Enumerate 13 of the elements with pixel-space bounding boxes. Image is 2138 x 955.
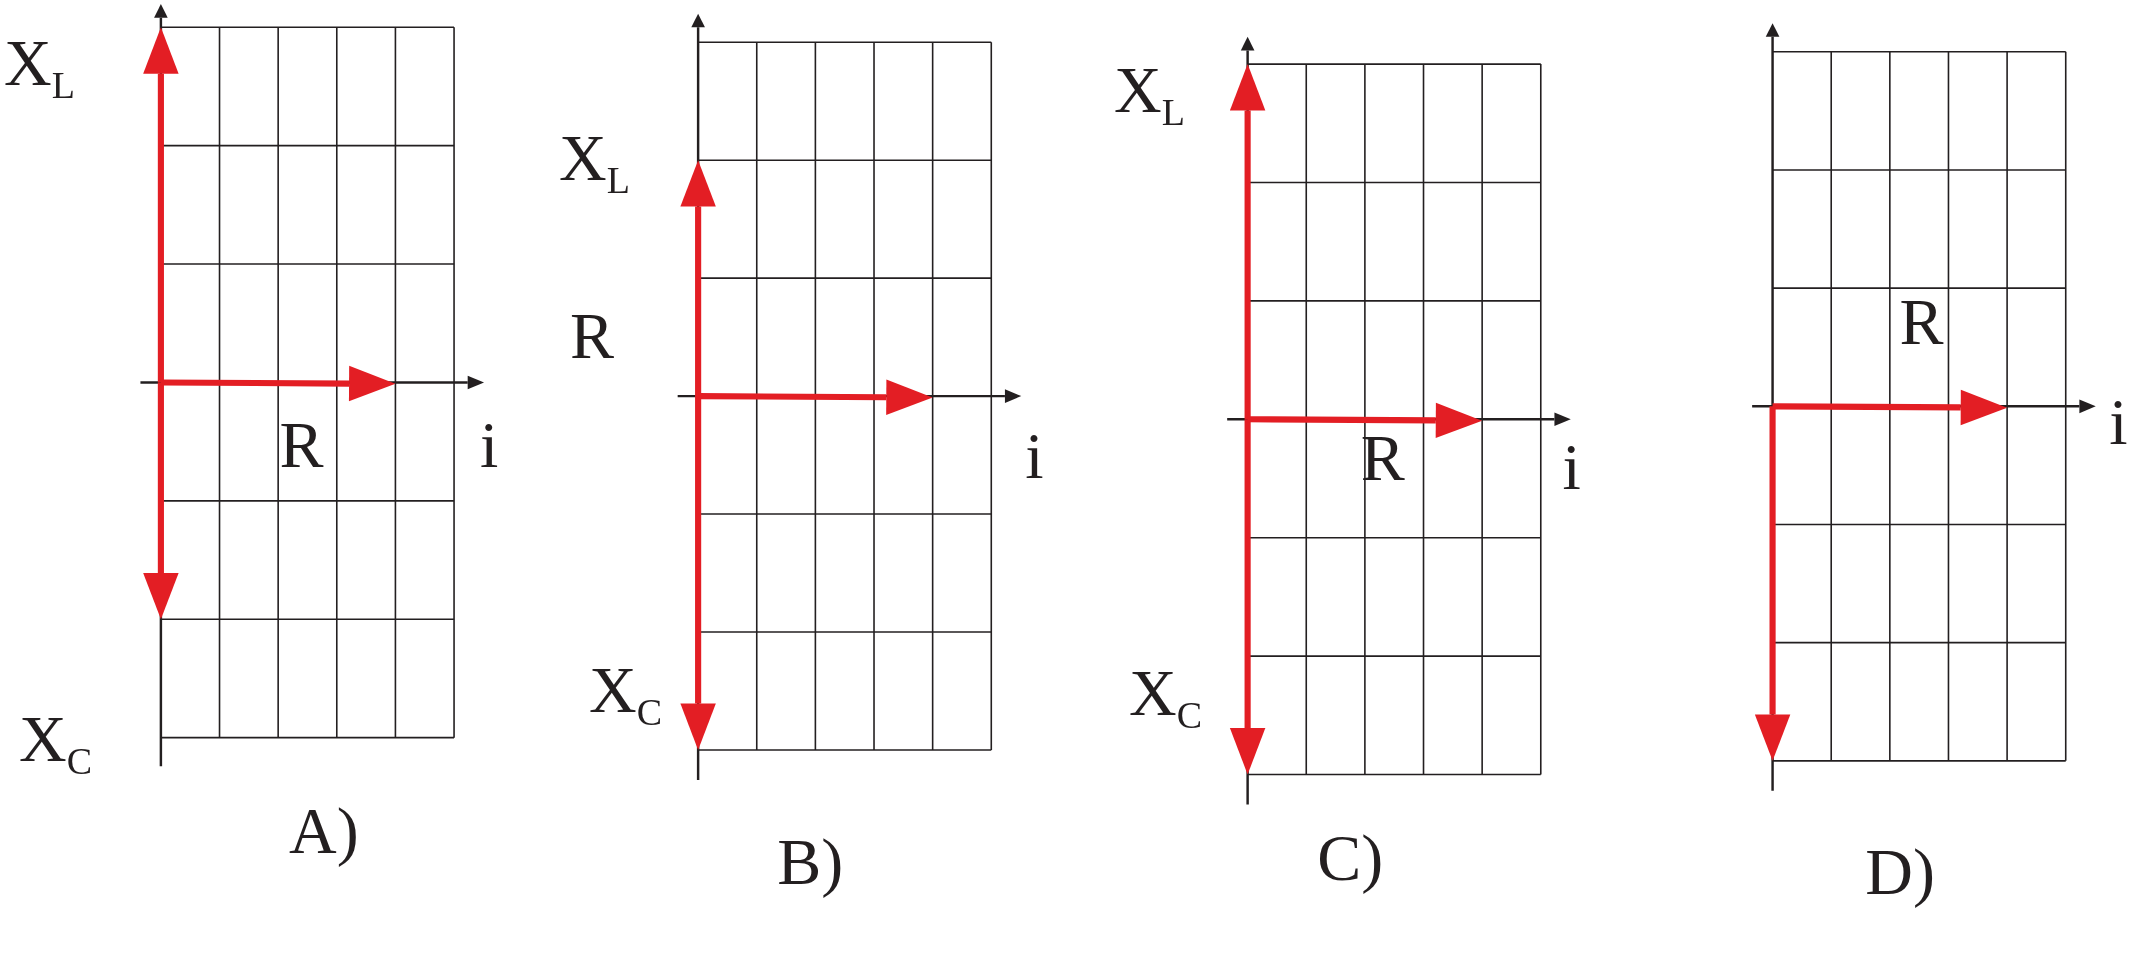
axis-label: i xyxy=(1025,422,1044,489)
axis-label: i xyxy=(2109,388,2128,455)
axis-label: i xyxy=(1562,433,1581,500)
axis-label: i xyxy=(479,411,499,478)
axis-label: X$_{C}$ xyxy=(589,657,663,732)
vector-label: R xyxy=(279,411,324,478)
axis-label: X$_{L}$ xyxy=(1114,57,1185,132)
axis-label: X$_{C}$ xyxy=(19,706,93,781)
vector-label: R xyxy=(1899,289,1944,356)
vector-label: R xyxy=(569,302,614,369)
axis-label: X$_{L}$ xyxy=(4,30,75,105)
axis-label: X$_{L}$ xyxy=(559,125,630,200)
axis-label: X$_{C}$ xyxy=(1129,659,1202,735)
